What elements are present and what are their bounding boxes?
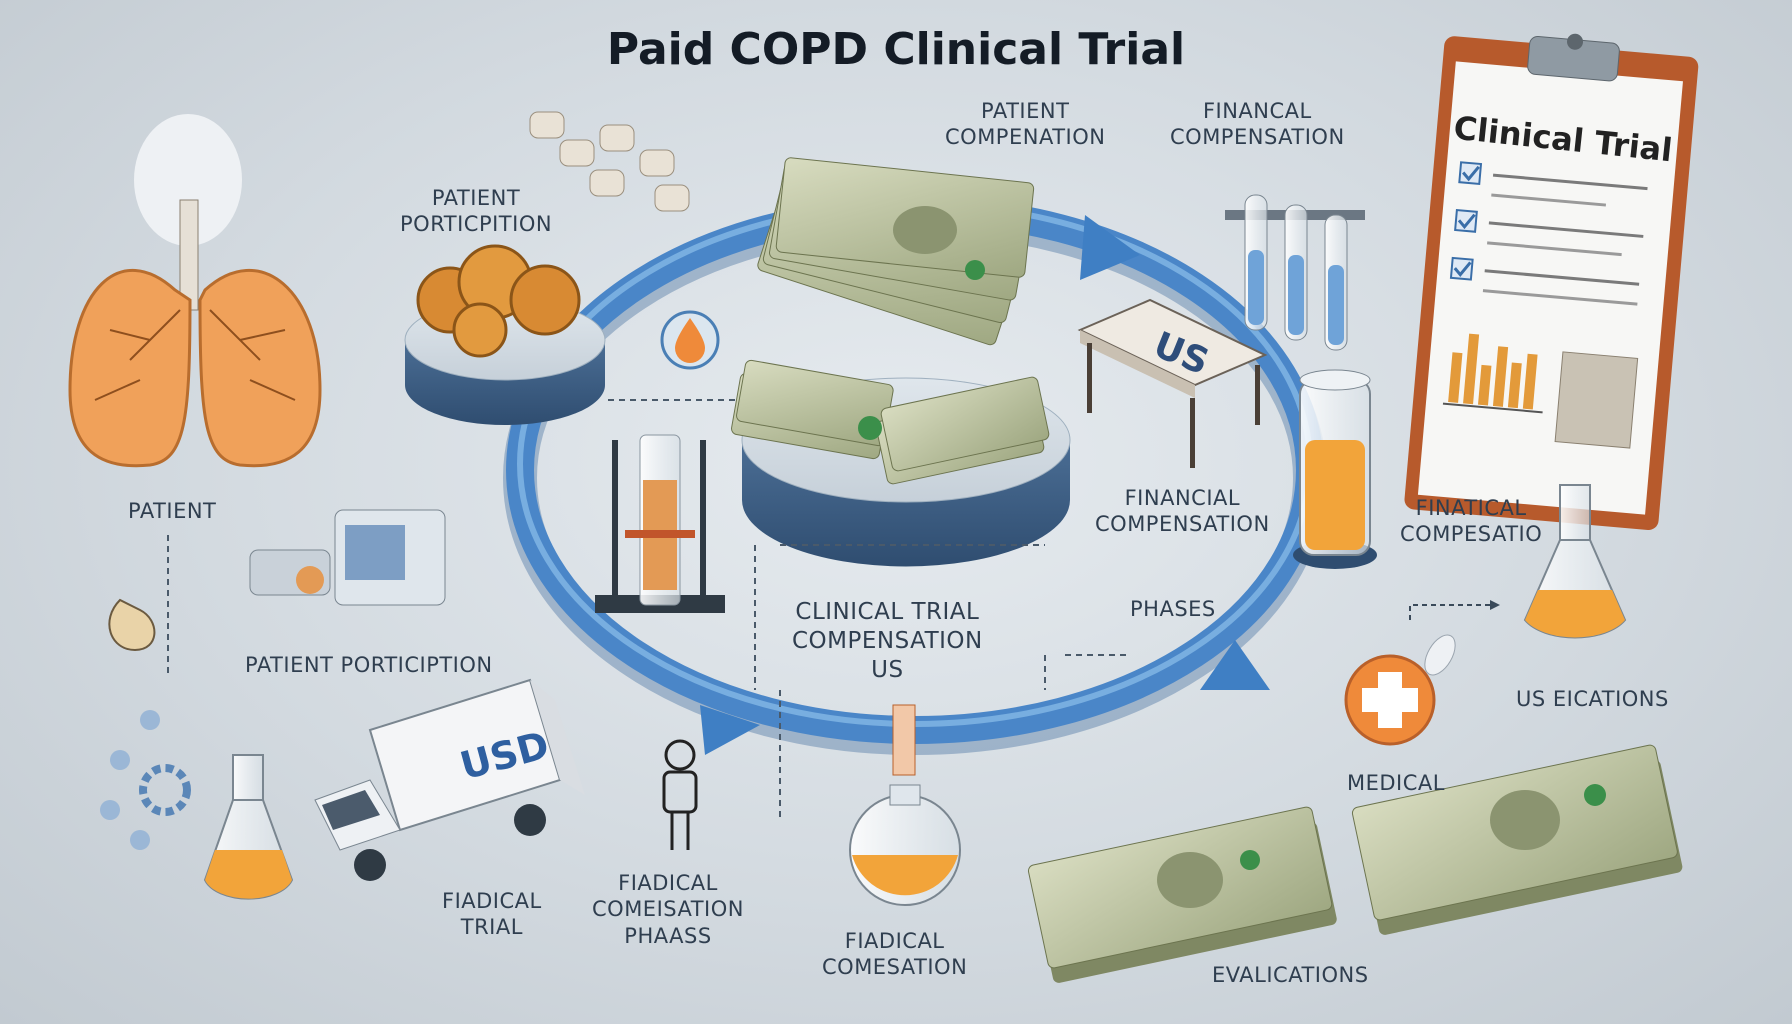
- page-title: Paid COPD Clinical Trial: [606, 24, 1186, 75]
- arrow-head-right: [1200, 640, 1270, 690]
- flask-icon: [1523, 484, 1627, 639]
- checkbox-checked-icon: [1449, 256, 1474, 281]
- money-stack-bottom-right: [1351, 744, 1683, 935]
- us-table: US: [1077, 298, 1268, 468]
- medical-plus-icon: [1344, 634, 1456, 746]
- bar-chart-icon: [1442, 333, 1543, 414]
- flask-bottom-left-icon: [203, 754, 294, 900]
- label-patient-participation-bottom: PATIENT PORTICIPTION: [245, 653, 493, 677]
- lungs-icon: [68, 114, 322, 468]
- coin-pedestal: [404, 244, 606, 425]
- truck-icon: USD: [314, 678, 585, 881]
- arrow-head-bottom: [700, 705, 760, 755]
- connector-line: [1409, 604, 1490, 620]
- clipboard: [1404, 33, 1699, 530]
- droplet-icon: [660, 310, 720, 370]
- money-fan: [757, 157, 1035, 346]
- device-icon: [249, 509, 446, 606]
- label-evalications: EVALICATIONS: [1212, 963, 1369, 987]
- bill-seal-icon: [858, 416, 882, 440]
- arrow-head-top-right: [1080, 215, 1140, 280]
- test-tubes-icon: [1225, 194, 1365, 351]
- label-us-eications: US EICATIONS: [1516, 687, 1669, 711]
- graduated-cylinder-icon: [1293, 369, 1377, 569]
- lab-stand-icon: [595, 434, 725, 613]
- checkbox-checked-icon: [1458, 161, 1483, 186]
- person-icon: [662, 739, 698, 850]
- round-flask-icon: [849, 704, 961, 906]
- bean-icon: [108, 598, 156, 652]
- pills-icon: [529, 111, 690, 212]
- checkbox-checked-icon: [1454, 209, 1478, 233]
- label-patient: PATIENT: [128, 499, 217, 523]
- gears-icon: [100, 710, 191, 850]
- center-pedestal: [731, 359, 1071, 567]
- label-phases: PHASES: [1130, 597, 1216, 621]
- label-medical: MEDICAL: [1347, 771, 1445, 795]
- money-stack-bottom: [1027, 806, 1337, 983]
- coin-icon: [509, 264, 581, 336]
- connector-lines: [167, 399, 1130, 820]
